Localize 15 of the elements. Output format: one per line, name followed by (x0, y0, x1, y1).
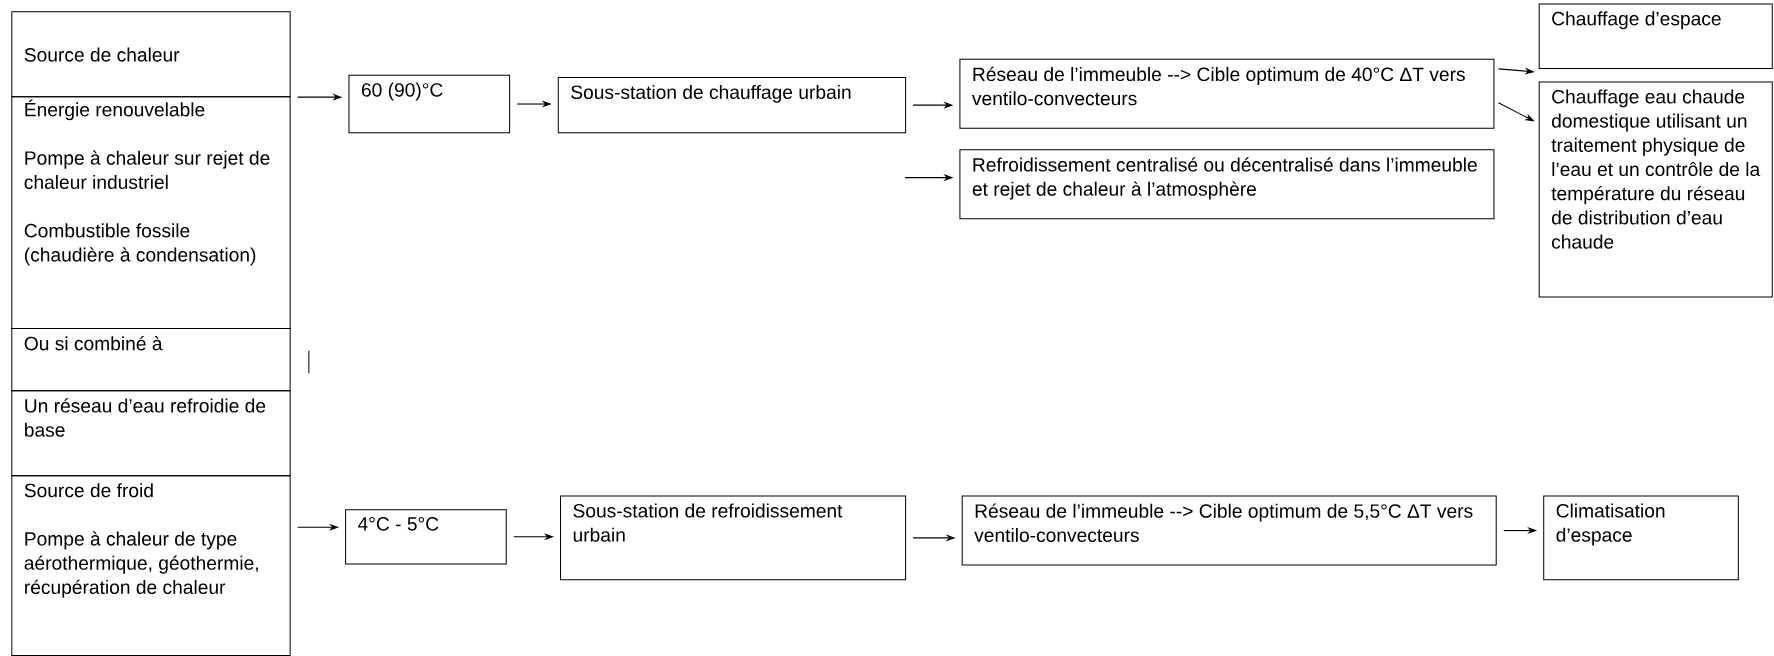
process-box: Refroidissement centralisé ou décentralisé dans l’immeuble et rejet de chaleur à l’atmosphère (959, 149, 1495, 220)
process-box: Réseau de l’immeuble --> Cible optimum de 40°C ΔT vers ventilo-convecteurs (959, 58, 1495, 129)
process-box: 4°C - 5°C (345, 509, 507, 565)
table-cell: Source de chaleur (11, 11, 291, 98)
process-box: Sous-station de chauffage urbain (557, 76, 907, 134)
process-box: Chauffage eau chaude domestique utilisant un traitement physique de l’eau et un contrôle de la température du réseau de distribution d’eau chaude (1538, 81, 1773, 298)
table-cell: Un réseau d’eau refroidie de base (11, 390, 291, 477)
table-cell: Ou si combiné à (11, 328, 291, 392)
process-box: Sous-station de refroidissement urbain (560, 495, 907, 581)
table-cell: Énergie renouvelable Pompe à chaleur sur rejet de chaleur industriel Combustible fossile (chaudière à condensation) (11, 96, 291, 330)
process-box: Chauffage d’espace (1538, 3, 1773, 69)
process-box: 60 (90)°C (348, 74, 511, 134)
process-box: Climatisation d’espace (1543, 495, 1739, 581)
process-box: Réseau de l’immeuble --> Cible optimum de 5,5°C ΔT vers ventilo-convecteurs (961, 495, 1497, 566)
table-cell: Source de froid Pompe à chaleur de type aérothermique, géothermie, récupération de chaleur (11, 475, 291, 656)
